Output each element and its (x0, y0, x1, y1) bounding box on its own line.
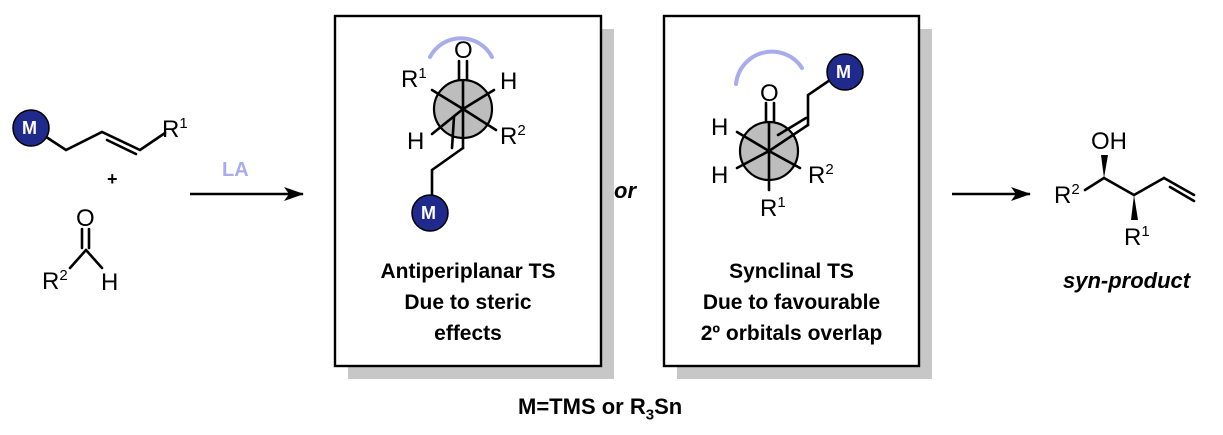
lewis-acid-label: LA (222, 159, 249, 181)
r2-superscript: 2 (517, 122, 526, 139)
right-caption: Synclinal TS Due to favourable 2º orbita… (664, 256, 919, 349)
r2-text: R (42, 268, 60, 295)
right-h-top: H (711, 114, 729, 141)
product-skeleton (1083, 176, 1196, 203)
left-caption-line3: effects (434, 322, 502, 345)
r2-text: R (1054, 182, 1072, 209)
metal-definition: M=TMS or R3Sn (518, 394, 683, 423)
newman-right (764, 101, 776, 125)
wedge-bond-oh (1101, 155, 1108, 178)
orbital-arc-right (734, 49, 804, 86)
left-r2-label: R2 (500, 122, 526, 150)
r1-text: R (162, 116, 180, 143)
product-r1-label: R1 (1124, 223, 1150, 251)
right-r1-label: R1 (760, 194, 786, 222)
right-h-bottom: H (711, 162, 729, 189)
r2-superscript: 2 (1071, 181, 1080, 198)
left-caption-line2: Due to steric (404, 291, 532, 314)
r1-text: R (1124, 224, 1142, 251)
r2-superscript: 2 (825, 161, 834, 178)
r1-text: R (760, 195, 778, 222)
right-caption-line3: 2º orbitals overlap (700, 322, 883, 345)
aldehyde-h-label: H (101, 269, 119, 296)
aldehyde-r2-label: R2 (42, 267, 68, 295)
left-h-top: H (500, 68, 518, 95)
wedge-bond-r1 (1131, 195, 1138, 220)
r2-text: R (500, 123, 518, 150)
footnote-subscript: 3 (645, 406, 655, 424)
metal-circle (12, 109, 50, 147)
plus-sign: + (107, 169, 118, 189)
newman-bonds-left (430, 79, 498, 202)
r1-superscript: 1 (1141, 223, 1150, 240)
left-caption-line1: Antiperiplanar TS (380, 260, 556, 283)
right-metal-label: M (836, 62, 851, 82)
or-label: or (614, 178, 636, 203)
metal-circle-left (411, 194, 449, 232)
product-oh-label: OH (1091, 128, 1127, 155)
r1-superscript: 1 (777, 194, 786, 211)
metal-label: M (22, 118, 37, 138)
r2-superscript: 2 (59, 267, 68, 284)
metal-circle-right (826, 53, 864, 91)
footnote-main: M=TMS or R (518, 394, 646, 419)
panel-right (662, 14, 921, 368)
left-oxygen: O (454, 37, 473, 64)
left-h-left: H (407, 128, 425, 155)
left-metal-label: M (421, 203, 436, 223)
r1-superscript: 1 (179, 115, 188, 132)
r1-superscript: 1 (418, 65, 427, 82)
left-r1-label: R1 (401, 65, 427, 93)
right-oxygen: O (760, 80, 779, 107)
r2-text: R (808, 162, 826, 189)
newman-left (457, 59, 469, 83)
right-caption-line1: Synclinal TS (729, 260, 854, 283)
footnote-tail: Sn (654, 394, 683, 419)
r1-text: R (401, 66, 419, 93)
right-r2-label: R2 (808, 161, 834, 189)
reactant-r1-label: R1 (162, 115, 188, 143)
newman-bonds-right (735, 78, 832, 192)
aldehyde (68, 227, 104, 270)
allylmetal-reagent (35, 129, 167, 156)
right-caption-line2: Due to favourable (702, 291, 881, 314)
left-caption: Antiperiplanar TS Due to steric effects (335, 256, 601, 349)
steric-arc-left (428, 36, 494, 59)
product-r2-label: R2 (1054, 181, 1080, 209)
syn-product-label: syn-product (1063, 268, 1191, 293)
aldehyde-oxygen: O (76, 205, 95, 232)
